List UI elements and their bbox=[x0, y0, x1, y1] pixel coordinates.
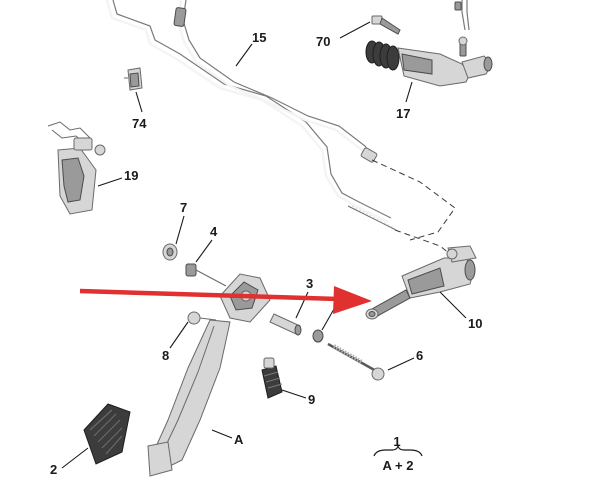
callout-6: 6 bbox=[416, 348, 423, 363]
callout-7: 7 bbox=[180, 200, 187, 215]
assembly-number: 1 bbox=[393, 434, 400, 449]
callout-2: 2 bbox=[50, 462, 57, 477]
callout-A: A bbox=[234, 432, 244, 447]
spring-rod-6 bbox=[327, 342, 385, 381]
clutch-pedal-arm-A bbox=[147, 273, 271, 477]
callout-8: 8 bbox=[162, 348, 169, 363]
spacer-4-right bbox=[312, 329, 324, 343]
callout-74: 74 bbox=[132, 116, 147, 131]
callout-10: 10 bbox=[468, 316, 482, 331]
threaded-pipe-section bbox=[347, 205, 397, 231]
pedal-pad-2 bbox=[83, 403, 131, 465]
assembly-formula-text: A + 2 bbox=[383, 458, 414, 473]
callout-9: 9 bbox=[308, 392, 315, 407]
leader-lines bbox=[61, 21, 467, 469]
hydraulic-pipe-15 bbox=[105, 0, 392, 224]
damper-spring-9 bbox=[261, 357, 283, 399]
bracket-19 bbox=[47, 121, 106, 215]
callout-3: 3 bbox=[306, 276, 313, 291]
assembly-formula: 1 A + 2 bbox=[373, 434, 423, 473]
bushing-7 bbox=[162, 243, 178, 261]
dashed-connection-lines bbox=[371, 159, 456, 259]
spacer-4-left bbox=[185, 263, 227, 287]
callout-19: 19 bbox=[124, 168, 138, 183]
callout-15: 15 bbox=[252, 30, 266, 45]
red-pointer-arrow bbox=[79, 286, 372, 314]
pipe-clip-74 bbox=[124, 67, 143, 91]
callout-labels: 70 15 74 17 19 7 4 3 4 10 8 6 9 A 2 bbox=[50, 30, 482, 477]
pivot-shaft-3 bbox=[269, 313, 302, 336]
callout-17: 17 bbox=[396, 106, 410, 121]
assembly-brace bbox=[373, 445, 423, 457]
slave-cylinder-17 bbox=[365, 0, 493, 87]
callout-70: 70 bbox=[316, 34, 330, 49]
callout-4-left: 4 bbox=[210, 224, 218, 239]
master-cylinder-10 bbox=[365, 245, 477, 320]
bolt-8 bbox=[187, 311, 217, 325]
